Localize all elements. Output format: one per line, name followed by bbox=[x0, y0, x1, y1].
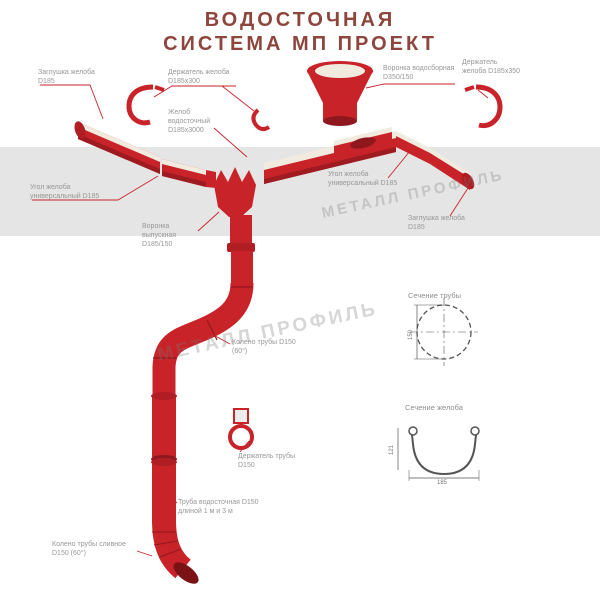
label-pipe-holder: Держатель трубы D150 bbox=[238, 453, 296, 470]
dim-pipe-diameter: 150 bbox=[408, 329, 414, 340]
label-end-cap-right: Заглушка желоба D185 bbox=[408, 215, 465, 232]
outlet-funnel-shape bbox=[214, 167, 256, 252]
label-end-cap-left: Заглушка желоба D185 bbox=[38, 69, 95, 86]
label-pipe-elbow: Колено трубы D150 (60°) bbox=[232, 339, 296, 356]
label-pipe-section: Сечение трубы bbox=[408, 291, 462, 300]
label-outlet-funnel: Воронка выпускная D185/150 bbox=[142, 223, 177, 249]
label-gutter-section: Сечение желоба bbox=[405, 403, 463, 412]
downpipe-shape bbox=[151, 392, 177, 522]
right-endcap-gutter-shape bbox=[430, 148, 475, 190]
label-gutter-holder-300: Держатель желоба D185х300 bbox=[168, 69, 230, 86]
label-gutter-holder-350: Держатель желоба D185х350 bbox=[462, 59, 520, 76]
label-gutter: Желоб водосточный D185х3000 bbox=[168, 109, 211, 135]
page-title: ВОДОСТОЧНАЯ СИСТЕМА МП ПРОЕКТ bbox=[0, 8, 600, 56]
page-title-line2: СИСТЕМА МП ПРОЕКТ bbox=[163, 33, 437, 55]
dim-gutter-height: 121 bbox=[389, 444, 395, 455]
upper-elbow-shape bbox=[152, 251, 254, 397]
small-bracket-icon bbox=[251, 108, 271, 132]
collector-funnel-shape bbox=[307, 61, 373, 126]
gutter-fragment-left bbox=[206, 170, 216, 188]
label-corner-left: Угол желоба универсальный D185 bbox=[30, 184, 100, 201]
leader-lines bbox=[32, 83, 489, 557]
gutter-hook-left-icon bbox=[126, 84, 165, 126]
page-title-line1: ВОДОСТОЧНАЯ bbox=[204, 9, 396, 31]
label-drain-elbow: Колено трубы сливное D150 (60°) bbox=[52, 541, 126, 558]
left-gutter-endcap-shape bbox=[74, 121, 160, 174]
right-corner-shape bbox=[396, 131, 430, 164]
gutter-section-diagram bbox=[397, 426, 480, 481]
label-downpipe: Труба водосточная D150 длиной 1 м и 3 м bbox=[178, 499, 259, 516]
left-corner-shape bbox=[162, 159, 206, 187]
funnel-gutter-fragment bbox=[334, 127, 392, 159]
pipe-holder-shape bbox=[228, 408, 254, 450]
gutter-hook-right-icon bbox=[464, 84, 503, 129]
pipe-section-diagram bbox=[410, 298, 478, 366]
dim-gutter-width: 185 bbox=[437, 480, 448, 486]
drain-elbow-shape bbox=[152, 519, 199, 584]
label-collector-funnel: Воронка водосборная D350/150 bbox=[383, 65, 455, 82]
label-corner-right: Угол желоба универсальный D185 bbox=[328, 171, 398, 188]
